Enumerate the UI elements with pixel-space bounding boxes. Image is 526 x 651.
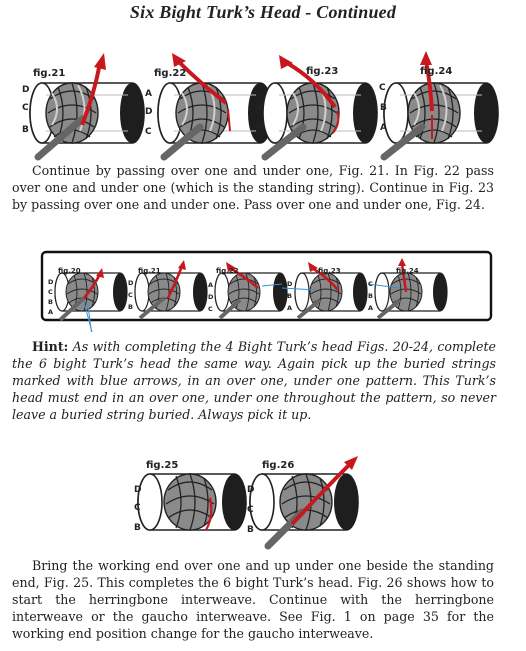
- paragraph-1: Continue by passing over one and under o…: [12, 163, 494, 212]
- hint-fig-20-letter-3: B: [48, 298, 53, 306]
- fig-25-letter-2: C: [134, 503, 141, 513]
- fig-23-letter-3: A: [256, 103, 263, 113]
- hint-fig-22-letter-2: D: [208, 293, 214, 301]
- hint-fig-20-label: fig.20: [58, 267, 81, 275]
- paragraph-3: Bring the working end over one and up un…: [12, 558, 494, 641]
- hint-figure-23: [281, 262, 368, 320]
- fig-24-label: fig.24: [420, 66, 452, 77]
- fig-23-letter-2: B: [256, 123, 263, 133]
- hint-fig-21-label: fig.21: [138, 267, 161, 275]
- hint-fig-24-letter-3: A: [368, 304, 373, 312]
- hint-figure-24: [367, 258, 448, 320]
- fig-26-letter-1: D: [247, 485, 254, 495]
- figure-21: [29, 53, 145, 161]
- figure-26: [249, 456, 359, 550]
- hint-fig-20-letter-1: D: [48, 278, 54, 286]
- page-title: Six Bight Turk’s Head - Continued: [129, 2, 397, 22]
- fig-26-label: fig.26: [262, 460, 294, 471]
- fig-26-letter-3: B: [247, 525, 254, 535]
- fig-21-label: fig.21: [33, 68, 65, 79]
- hint-fig-24-label: fig.24: [396, 267, 419, 275]
- hint-fig-21-letter-2: C: [128, 291, 133, 299]
- fig-22-letter-3: C: [145, 127, 152, 137]
- hint-figure-21: [134, 260, 208, 320]
- fig-24-letter-2: B: [380, 103, 387, 113]
- hint-fig-20-letter-4: A: [48, 308, 53, 316]
- hint-fig-20-letter-2: C: [48, 288, 53, 296]
- hint-text: As with completing the 4 Bight Turk’s he…: [12, 339, 496, 422]
- hint-fig-23-letter-3: A: [287, 304, 292, 312]
- hint-label: Hint:: [32, 339, 69, 354]
- hint-figure-22: [214, 262, 288, 320]
- fig-24-letter-3: A: [380, 123, 387, 133]
- hint-paragraph: Hint: As with completing the 4 Bight Tur…: [12, 338, 496, 423]
- hint-fig-23-label: fig.23: [318, 267, 341, 275]
- top-figures-row: fig.21 D C B fig.22 A D C fig.23 D B A f…: [22, 51, 499, 161]
- fig-25-letter-1: D: [134, 485, 141, 495]
- hint-fig-23-letter-1: D: [287, 280, 293, 288]
- hint-fig-21-letter-3: B: [128, 303, 133, 311]
- hint-figures-panel: fig.20 D C B A fig.21 D C B fig.22 A D C…: [40, 250, 493, 332]
- bottom-figures-row: fig.25 D C B fig.26 D C B: [134, 456, 359, 550]
- fig-25-label: fig.25: [146, 460, 178, 471]
- fig-25-letter-3: B: [134, 523, 141, 533]
- hint-fig-22-label: fig.22: [216, 267, 239, 275]
- hint-fig-22-letter-3: C: [208, 305, 213, 313]
- fig-21-letter-3: B: [22, 125, 29, 135]
- fig-23-letter-1: D: [257, 91, 264, 101]
- fig-23-label: fig.23: [306, 66, 338, 77]
- hint-fig-24-letter-1: C: [368, 280, 373, 288]
- fig-21-letter-2: C: [22, 103, 29, 113]
- figure-23: [261, 55, 378, 161]
- figure-25: [137, 473, 247, 531]
- hint-figure-20: [54, 268, 128, 332]
- figure-22: [157, 53, 273, 161]
- hint-fig-23-letter-2: B: [287, 292, 292, 300]
- hint-fig-21-letter-1: D: [128, 279, 134, 287]
- fig-21-letter-1: D: [22, 85, 29, 95]
- fig-26-letter-2: C: [247, 505, 254, 515]
- figure-24: [380, 51, 499, 161]
- fig-22-label: fig.22: [154, 68, 186, 79]
- fig-22-letter-2: D: [145, 107, 152, 117]
- fig-24-letter-1: C: [379, 83, 386, 93]
- fig-22-letter-1: A: [145, 89, 152, 99]
- hint-fig-24-letter-2: B: [368, 292, 373, 300]
- hint-fig-22-letter-1: A: [208, 281, 213, 289]
